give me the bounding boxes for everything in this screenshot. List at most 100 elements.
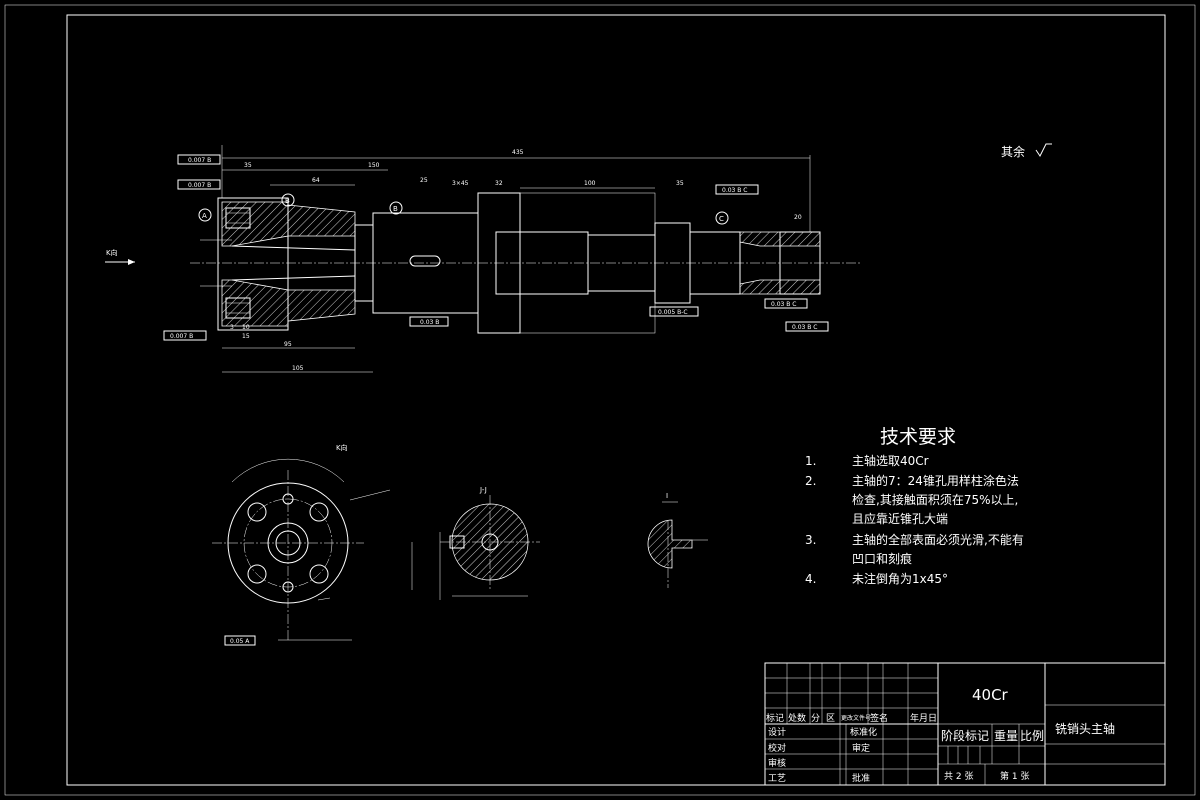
k-view-title: K向 xyxy=(336,443,348,452)
dim-95: 95 xyxy=(284,341,292,348)
section-j-label: J-J xyxy=(479,486,487,494)
svg-text:0.007 B: 0.007 B xyxy=(188,157,211,164)
dim-32: 32 xyxy=(495,180,503,187)
svg-text:0.03 B C: 0.03 B C xyxy=(771,301,796,308)
shaft-main-view: 435 150 35 64 25 3×45 32 100 35 20 95 10… xyxy=(105,145,860,373)
note-number: 1. xyxy=(805,454,816,468)
dim-15: 15 xyxy=(242,333,250,340)
weight-label: 重量 xyxy=(994,729,1018,743)
note-line: 主轴的7：24锥孔用样柱涂色法 xyxy=(852,473,1019,488)
flange-outline xyxy=(217,197,289,331)
datum-b: B xyxy=(285,197,290,205)
bolt-hole xyxy=(309,502,329,522)
k-view: K向 0.05 A xyxy=(212,443,391,646)
tolerance-frame: 0.005 B-C xyxy=(649,306,699,317)
arrow-head-icon xyxy=(128,259,135,265)
note-line: 凹口和刻痕 xyxy=(852,551,912,566)
thread-hole-top xyxy=(225,207,251,229)
notes-title: 技术要求 xyxy=(880,426,956,448)
dim-3x45: 3×45 xyxy=(452,180,469,187)
sheet-number: 第 1 张 xyxy=(1000,770,1029,782)
standardize-label: 标准化 xyxy=(850,726,877,738)
tolerance-frame: 0.05 A xyxy=(224,635,256,646)
reviewer-label: 审核 xyxy=(768,757,786,769)
cone-section-bottom xyxy=(287,289,356,322)
flange-section-top xyxy=(221,201,289,247)
checker-label: 校对 xyxy=(768,742,786,754)
svg-text:0.03 B C: 0.03 B C xyxy=(722,187,747,194)
note-number: 4. xyxy=(805,572,816,586)
bolt-hole xyxy=(247,564,267,584)
datum-a: A xyxy=(202,212,207,220)
dim-35a: 35 xyxy=(244,162,252,169)
taper-bore-top xyxy=(231,245,356,251)
note-number: 3. xyxy=(805,533,816,547)
tolerance-frame: 0.03 B xyxy=(409,316,449,327)
inner-border xyxy=(66,14,1166,786)
datum-b2-marker xyxy=(389,201,403,215)
svg-text:0.007 B: 0.007 B xyxy=(170,333,193,340)
tolerance-frame: 0.03 B C xyxy=(785,321,829,332)
bolt-hole xyxy=(247,502,267,522)
title-block: 40Cr 铣销头主轴 标记 处数 分 区 更改文件号 签名 年月日 设计 标准化… xyxy=(764,662,1166,786)
leader-line xyxy=(317,597,331,601)
cone-section-top xyxy=(287,204,356,237)
header-signature: 签名 xyxy=(870,712,888,724)
dim-64: 64 xyxy=(312,177,320,184)
note-line: 且应靠近锥孔大端 xyxy=(852,511,948,526)
svg-text:0.007 B: 0.007 B xyxy=(188,182,211,189)
note-line: 未注倒角为1x45° xyxy=(852,571,948,586)
tolerance-frame: 0.03 B C xyxy=(715,184,759,195)
header-zone-1: 分 xyxy=(811,713,820,724)
svg-text:0.03 B C: 0.03 B C xyxy=(792,324,817,331)
svg-text:0.05 A: 0.05 A xyxy=(230,638,250,645)
surface-note: 其余 xyxy=(1001,144,1025,159)
dim-150: 150 xyxy=(368,162,380,169)
shaft-right-end xyxy=(689,231,741,295)
thread-hole-bottom xyxy=(225,297,251,319)
header-change-doc: 更改文件号 xyxy=(841,714,871,722)
tolerance-frame: 0.007 B xyxy=(177,154,221,165)
note-line: 检查,其接触面积须在75%以上, xyxy=(852,492,1018,507)
approve-label: 批准 xyxy=(852,772,870,784)
technical-notes: 技术要求 1. 主轴选取40Cr 2. 主轴的7：24锥孔用样柱涂色法 检查,其… xyxy=(805,426,1024,586)
right-bore xyxy=(779,231,821,295)
dim-100: 100 xyxy=(584,180,596,187)
stage-mark-label: 阶段标记 xyxy=(941,728,989,743)
dim-3: 3 xyxy=(230,324,234,331)
craft-label: 工艺 xyxy=(768,773,786,784)
dim-10: 10 xyxy=(242,324,250,331)
dim-35b: 35 xyxy=(676,180,684,187)
dim-overall: 435 xyxy=(512,149,524,156)
tolerance-frame: 0.007 B xyxy=(177,179,221,190)
header-mark: 标记 xyxy=(766,712,784,724)
detail-i-section xyxy=(647,519,693,569)
datum-b2: B xyxy=(393,205,398,213)
dim-105: 105 xyxy=(292,365,304,372)
tolerance-frame: 0.03 B C xyxy=(764,298,808,309)
bolt-hole xyxy=(309,564,329,584)
examine-label: 审定 xyxy=(852,742,870,754)
leader-line xyxy=(349,489,391,501)
sheets-total: 共 2 张 xyxy=(944,771,973,782)
angle-arc xyxy=(231,458,345,483)
tolerance-frame: 0.007 B xyxy=(163,330,207,341)
dim-25: 25 xyxy=(420,177,428,184)
section-j-view: J-J xyxy=(411,486,540,600)
note-line: 主轴的全部表面必须光滑,不能有 xyxy=(852,532,1024,547)
header-count: 处数 xyxy=(788,712,806,724)
taper-bore-bottom xyxy=(231,275,356,281)
datum-c-marker xyxy=(715,211,729,225)
detail-i-view: I xyxy=(647,492,708,588)
dim-20: 20 xyxy=(794,214,802,221)
svg-text:0.03 B: 0.03 B xyxy=(420,319,439,326)
svg-text:0.005 B-C: 0.005 B-C xyxy=(658,309,688,316)
detail-i-label: I xyxy=(666,492,668,500)
part-name: 铣销头主轴 xyxy=(1055,721,1115,736)
note-line: 主轴选取40Cr xyxy=(852,453,929,468)
outer-border xyxy=(4,4,1196,796)
header-zone-2: 区 xyxy=(826,713,835,724)
keyway-slot xyxy=(409,255,441,267)
header-date: 年月日 xyxy=(910,712,937,724)
